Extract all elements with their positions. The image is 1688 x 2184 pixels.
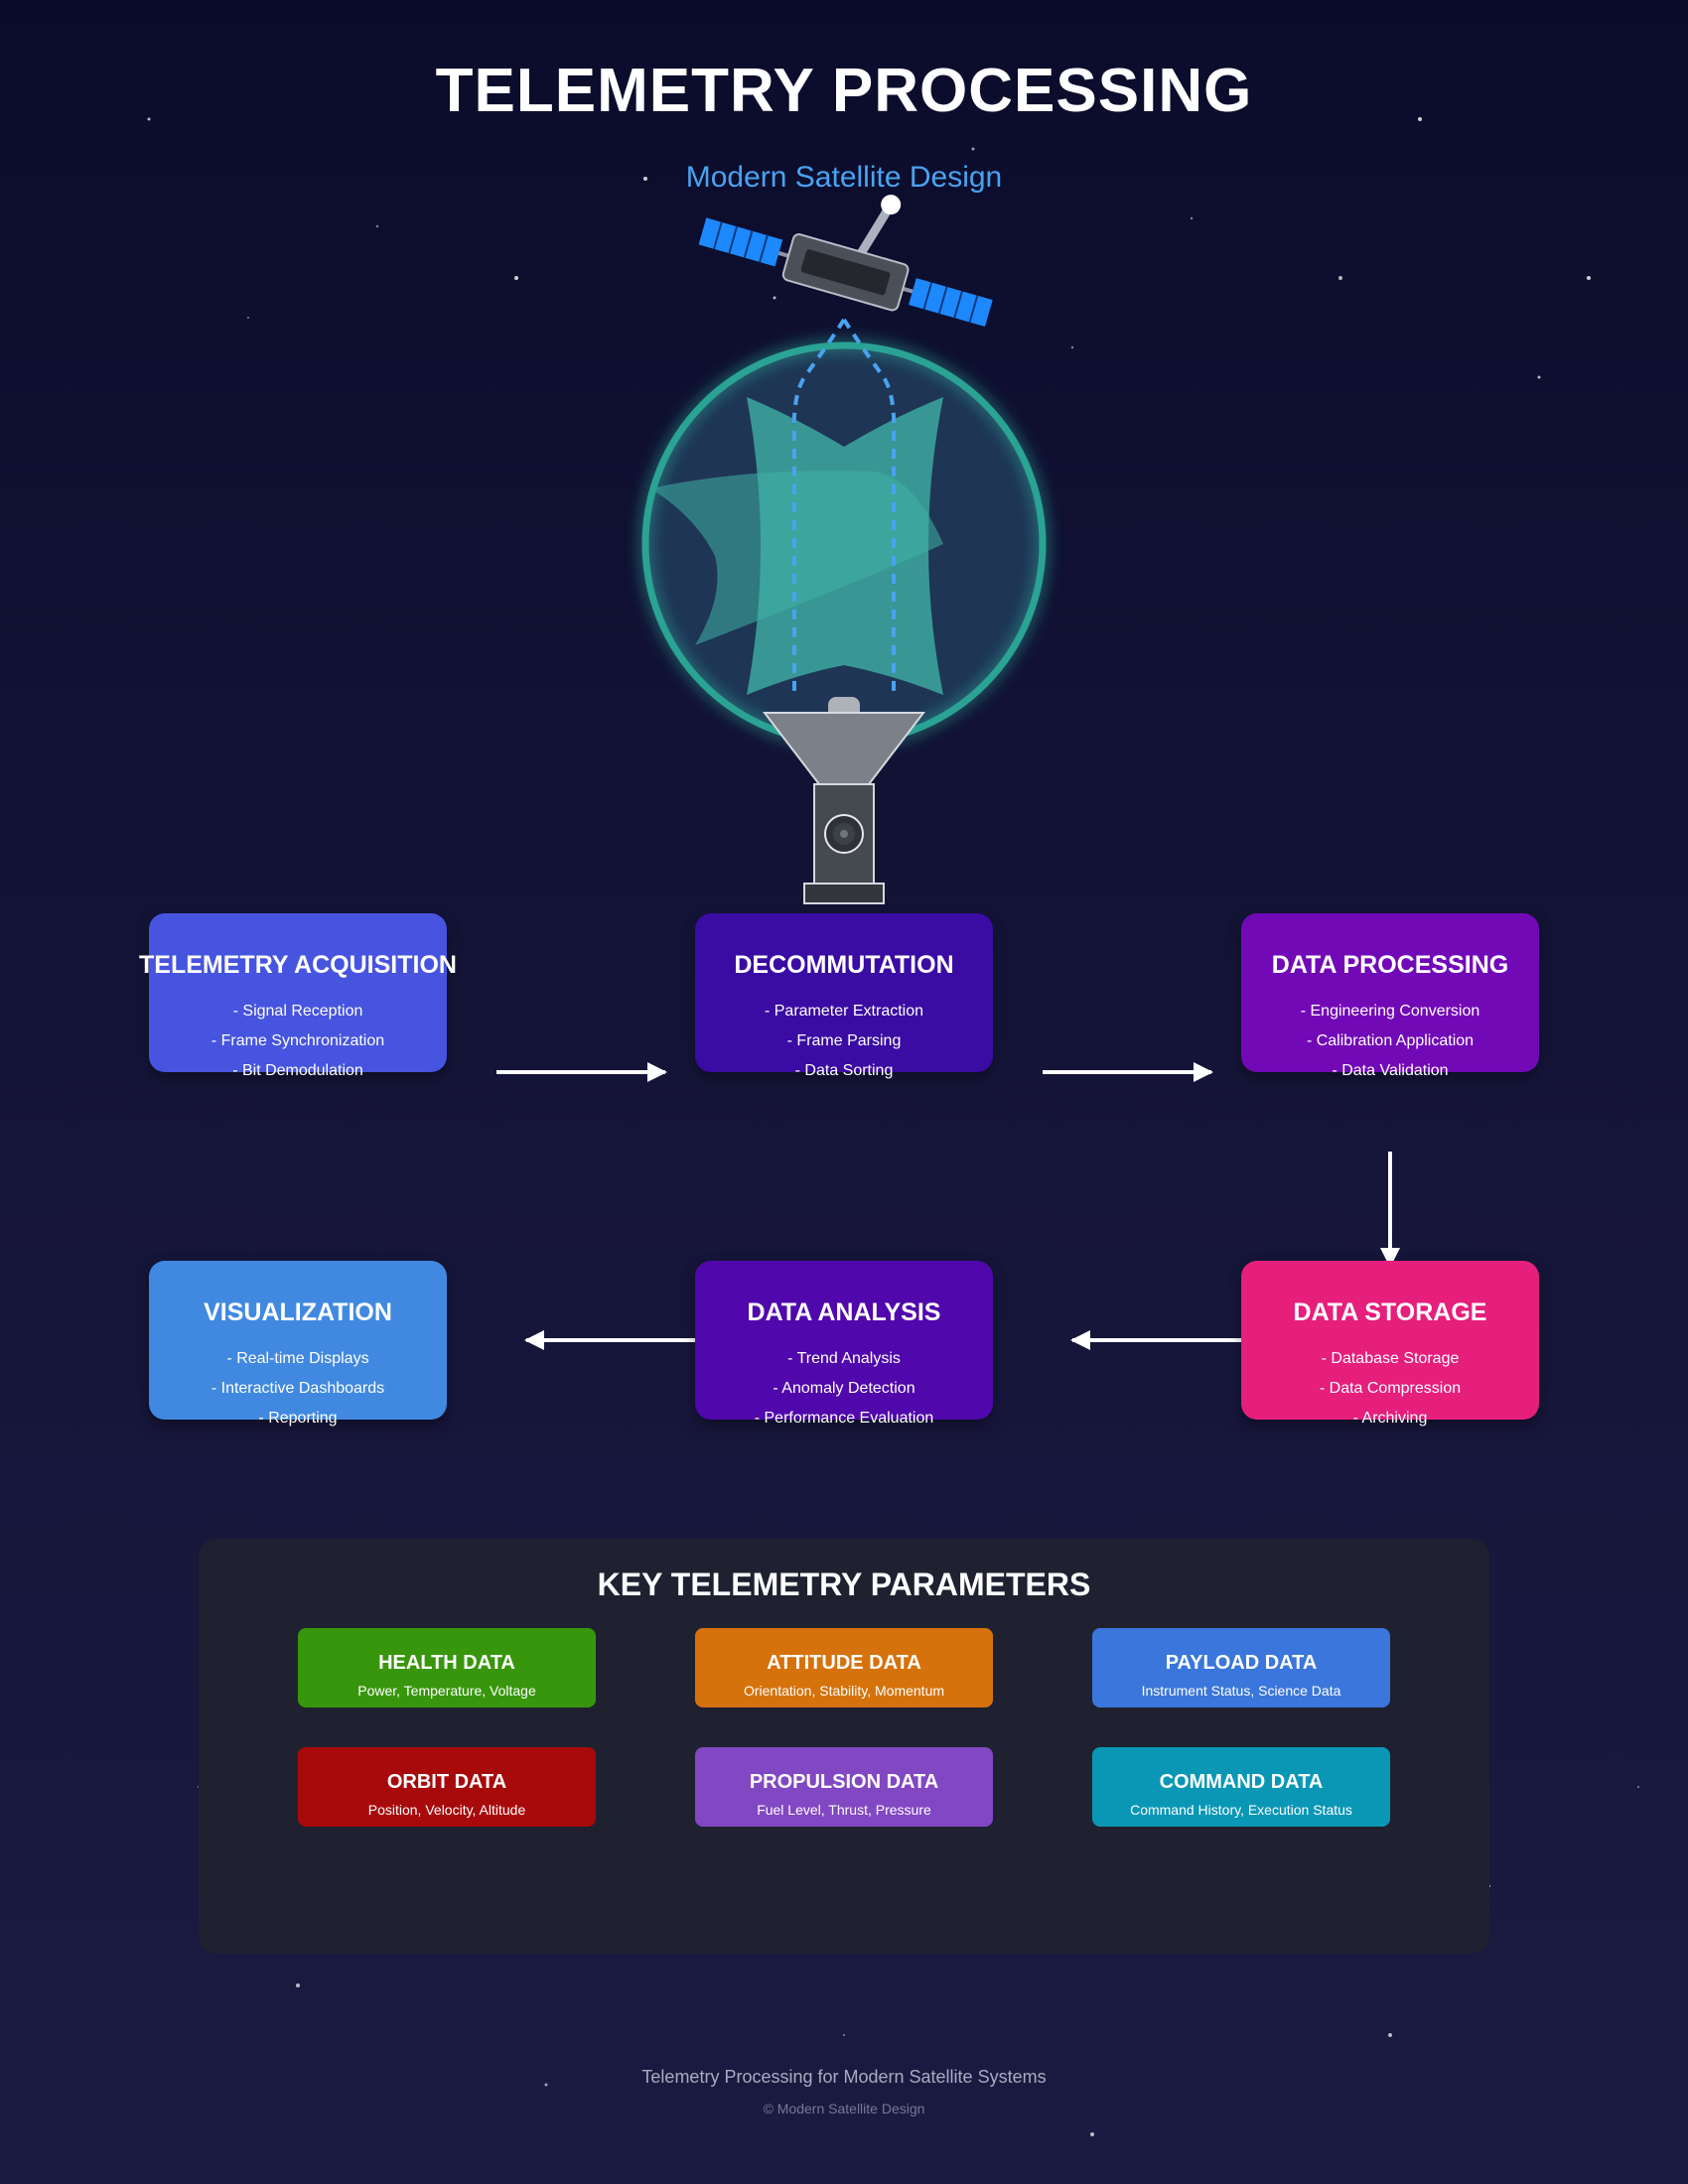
- flow-arrows: [524, 1062, 1400, 1350]
- step-title: DECOMMUTATION: [734, 951, 954, 979]
- card-title: ORBIT DATA: [386, 1771, 507, 1793]
- parameter-card-payload: PAYLOAD DATA Instrument Status, Science …: [1092, 1628, 1390, 1707]
- step-item: - Data Validation: [1332, 1062, 1449, 1079]
- ground-station-icon: [762, 697, 926, 904]
- card-description: Orientation, Stability, Momentum: [743, 1683, 945, 1699]
- step-item: - Archiving: [1352, 1410, 1428, 1427]
- page-subtitle: Modern Satellite Design: [685, 161, 1003, 194]
- panel-title: KEY TELEMETRY PARAMETERS: [597, 1567, 1091, 1602]
- copyright-text: © Modern Satellite Design: [763, 2101, 925, 2116]
- step-visualization: VISUALIZATION - Real-time Displays - Int…: [149, 1261, 447, 1427]
- parameter-card-attitude: ATTITUDE DATA Orientation, Stability, Mo…: [695, 1628, 993, 1707]
- step-item: - Reporting: [258, 1410, 338, 1427]
- step-item: - Anomaly Detection: [773, 1380, 915, 1397]
- step-item: - Frame Parsing: [786, 1032, 902, 1049]
- telemetry-illustration: [641, 195, 1047, 904]
- parameter-card-health: HEALTH DATA Power, Temperature, Voltage: [298, 1628, 596, 1707]
- step-item: - Database Storage: [1321, 1350, 1460, 1367]
- parameter-card-propulsion: PROPULSION DATA Fuel Level, Thrust, Pres…: [695, 1747, 993, 1827]
- card-title: PROPULSION DATA: [749, 1771, 939, 1793]
- card-description: Instrument Status, Science Data: [1141, 1683, 1341, 1699]
- step-item: - Bit Demodulation: [232, 1062, 363, 1079]
- step-item: - Trend Analysis: [787, 1350, 901, 1367]
- step-title: TELEMETRY ACQUISITION: [139, 951, 457, 979]
- step-item: - Frame Synchronization: [211, 1032, 385, 1049]
- step-item: - Interactive Dashboards: [211, 1380, 385, 1397]
- step-item: - Performance Evaluation: [754, 1410, 934, 1427]
- card-description: Power, Temperature, Voltage: [357, 1683, 536, 1699]
- step-item: - Engineering Conversion: [1300, 1003, 1480, 1020]
- card-title: HEALTH DATA: [378, 1652, 515, 1674]
- step-decommutation: DECOMMUTATION - Parameter Extraction - F…: [695, 913, 993, 1079]
- step-data-processing: DATA PROCESSING - Engineering Conversion…: [1241, 913, 1539, 1079]
- parameter-card-command: COMMAND DATA Command History, Execution …: [1092, 1747, 1390, 1827]
- globe-icon: [641, 341, 1047, 747]
- step-title: DATA ANALYSIS: [747, 1298, 941, 1326]
- card-description: Fuel Level, Thrust, Pressure: [757, 1802, 931, 1818]
- page-title: TELEMETRY PROCESSING: [435, 57, 1253, 125]
- signal-beam: [791, 318, 897, 695]
- step-item: - Real-time Displays: [226, 1350, 369, 1367]
- step-item: - Data Sorting: [794, 1062, 894, 1079]
- card-title: PAYLOAD DATA: [1165, 1652, 1318, 1674]
- card-title: ATTITUDE DATA: [767, 1652, 921, 1674]
- step-item: - Calibration Application: [1306, 1032, 1475, 1049]
- footer-text: Telemetry Processing for Modern Satellit…: [641, 2067, 1047, 2087]
- step-item: - Data Compression: [1319, 1380, 1462, 1397]
- parameter-card-orbit: ORBIT DATA Position, Velocity, Altitude: [298, 1747, 596, 1827]
- step-title: VISUALIZATION: [204, 1298, 392, 1326]
- step-item: - Parameter Extraction: [764, 1003, 924, 1020]
- step-data-storage: DATA STORAGE - Database Storage - Data C…: [1241, 1261, 1539, 1427]
- card-description: Position, Velocity, Altitude: [367, 1802, 526, 1818]
- step-data-analysis: DATA ANALYSIS - Trend Analysis - Anomaly…: [695, 1261, 993, 1427]
- card-title: COMMAND DATA: [1159, 1771, 1324, 1793]
- step-title: DATA STORAGE: [1293, 1298, 1487, 1326]
- step-title: DATA PROCESSING: [1271, 951, 1509, 979]
- step-item: - Signal Reception: [232, 1003, 363, 1020]
- satellite-icon: [698, 195, 993, 328]
- step-telemetry-acquisition: TELEMETRY ACQUISITION - Signal Reception…: [139, 913, 457, 1079]
- key-parameters-panel: KEY TELEMETRY PARAMETERS HEALTH DATA Pow…: [199, 1539, 1489, 1954]
- card-description: Command History, Execution Status: [1130, 1802, 1352, 1818]
